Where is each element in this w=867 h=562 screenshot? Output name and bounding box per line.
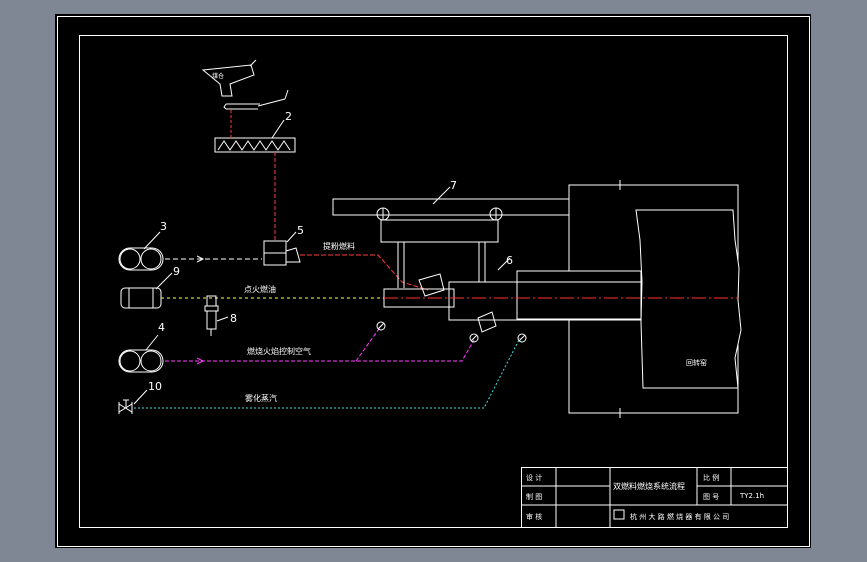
company-name: 杭 州 大 路 燃 烧 器 有 限 公 司 — [630, 512, 729, 521]
callout-leader-5 — [286, 231, 297, 243]
callout-9: 9 — [173, 265, 180, 278]
callout-4: 4 — [158, 321, 165, 334]
ignition-oil-label: 点火燃油 — [244, 284, 276, 294]
callout-leader-10 — [133, 389, 148, 405]
burner-6 — [383, 257, 645, 333]
igniter-8 — [204, 295, 219, 336]
flame-air-label: 燃烧火焰控制空气 — [247, 346, 311, 356]
rotary-kiln — [635, 209, 742, 389]
screw-feeder — [214, 137, 296, 153]
fuel-feed-line — [300, 254, 429, 291]
flame-air-line — [165, 339, 475, 362]
review-label: 审 核 — [526, 512, 542, 521]
air-arrow-icon — [196, 255, 205, 263]
callout-6: 6 — [506, 254, 513, 267]
drawing-title: 双燃料燃烧系统流程 — [613, 481, 685, 491]
blower-4 — [118, 349, 164, 373]
callout-leader-7 — [432, 186, 451, 205]
callout-leader-4 — [145, 334, 159, 351]
coal-hopper — [201, 64, 289, 110]
drawing-label: 制 图 — [526, 492, 542, 501]
valve-10 — [118, 399, 133, 414]
oil-tank-9 — [120, 287, 162, 309]
burner-trolley-7 — [332, 198, 570, 288]
callout-leader-1 — [249, 59, 257, 67]
steam-label: 雾化蒸汽 — [245, 393, 277, 403]
steam-line — [134, 337, 521, 409]
drawing-no-label: 图 号 — [703, 493, 719, 501]
callout-leader-3 — [143, 231, 161, 250]
fuel-feed-label: 提粉燃料 — [323, 241, 355, 251]
callout-leader-2 — [271, 119, 285, 139]
outer-frame — [57, 16, 810, 547]
blower-3 — [118, 247, 164, 271]
callout-5: 5 — [297, 224, 304, 237]
callout-1: 1 — [257, 58, 258, 60]
flame-air-arrow-icon — [196, 357, 205, 365]
design-label: 设 计 — [526, 473, 542, 482]
pressure-gauges — [376, 321, 527, 343]
callout-10: 10 — [148, 380, 162, 393]
title-block — [521, 467, 788, 528]
callout-3: 3 — [160, 220, 167, 233]
callout-leader-8 — [216, 316, 229, 322]
callout-7: 7 — [450, 179, 457, 192]
injector-5 — [263, 240, 301, 266]
inner-frame — [79, 35, 788, 528]
callout-8: 8 — [230, 312, 237, 325]
kiln-label: 回转窑 — [686, 358, 707, 367]
callout-leader-9 — [155, 272, 173, 290]
flame-air-line-upper — [355, 325, 382, 362]
hopper-label: 煤仓 — [212, 72, 224, 80]
scale-label: 比 例 — [703, 473, 719, 482]
drawing-no: TY2.1h — [739, 492, 764, 500]
callout-2: 2 — [285, 110, 292, 123]
